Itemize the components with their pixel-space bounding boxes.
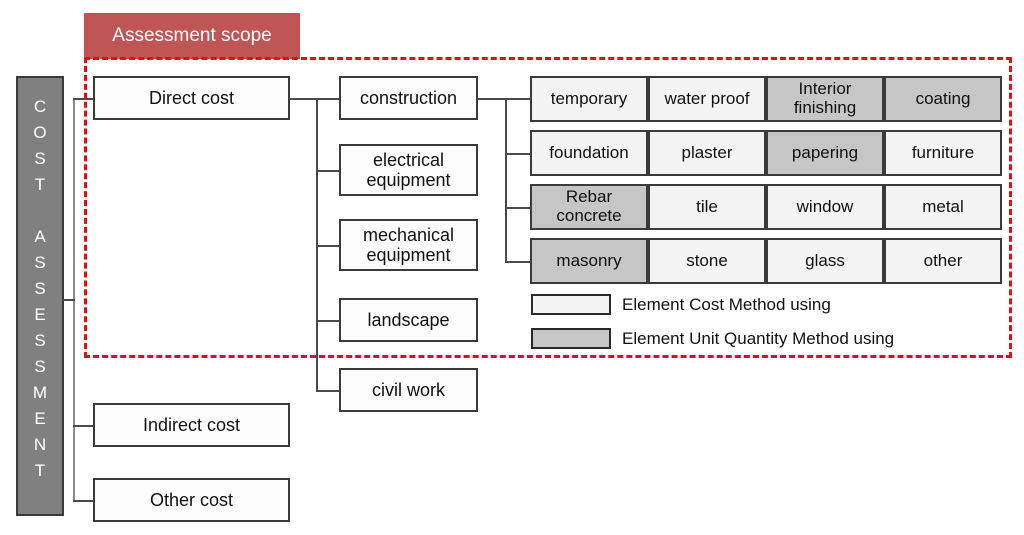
element-cell[interactable]: Rebar concrete xyxy=(530,184,648,230)
element-cell[interactable]: papering xyxy=(766,130,884,176)
spine-to-landscape xyxy=(316,320,340,322)
spine-to-mechanical xyxy=(316,245,340,247)
element-grid-spine xyxy=(505,98,507,262)
node-civil-work[interactable]: civil work xyxy=(339,368,478,412)
element-cell[interactable]: temporary xyxy=(530,76,648,122)
spine-to-grid-row-3 xyxy=(505,207,531,209)
spine-to-construction xyxy=(316,98,340,100)
construction-out-line xyxy=(477,98,507,100)
legend-swatch-element-unit-quantity xyxy=(531,328,611,349)
spine-to-grid-row-4 xyxy=(505,261,531,263)
connector-direct-cost xyxy=(73,98,95,100)
node-mechanical-equipment[interactable]: mechanical equipment xyxy=(339,219,478,271)
legend-label-element-unit-quantity: Element Unit Quantity Method using xyxy=(622,329,895,348)
node-indirect-cost[interactable]: Indirect cost xyxy=(93,403,290,447)
element-cell[interactable]: furniture xyxy=(884,130,1002,176)
element-cell[interactable]: metal xyxy=(884,184,1002,230)
spine-to-grid-row-2 xyxy=(505,153,531,155)
legend-swatch-element-cost-method xyxy=(531,294,611,315)
cost-assessment-sidebar: C O S T A S S E S S M E N T xyxy=(16,76,64,516)
element-cell[interactable]: other xyxy=(884,238,1002,284)
element-cell[interactable]: masonry xyxy=(530,238,648,284)
direct-cost-out-line xyxy=(289,98,317,100)
spine-to-civil-work xyxy=(316,390,340,392)
node-direct-cost[interactable]: Direct cost xyxy=(93,76,290,120)
element-cell[interactable]: stone xyxy=(648,238,766,284)
assessment-scope-banner: Assessment scope xyxy=(84,13,300,59)
node-other-cost[interactable]: Other cost xyxy=(93,478,290,522)
element-cell[interactable]: plaster xyxy=(648,130,766,176)
element-cell[interactable]: Interior finishing xyxy=(766,76,884,122)
element-cell[interactable]: glass xyxy=(766,238,884,284)
element-cell[interactable]: window xyxy=(766,184,884,230)
trunk-to-sidebar-line xyxy=(63,299,75,301)
legend-label-element-cost-method: Element Cost Method using xyxy=(622,295,831,314)
node-construction[interactable]: construction xyxy=(339,76,478,120)
element-cell[interactable]: water proof xyxy=(648,76,766,122)
node-electrical-equipment[interactable]: electrical equipment xyxy=(339,144,478,196)
spine-to-electrical xyxy=(316,170,340,172)
connector-indirect-cost xyxy=(73,425,95,427)
connector-other-cost xyxy=(73,500,95,502)
element-cell[interactable]: foundation xyxy=(530,130,648,176)
element-cell[interactable]: tile xyxy=(648,184,766,230)
spine-to-grid-row-1 xyxy=(505,98,531,100)
node-landscape[interactable]: landscape xyxy=(339,298,478,342)
element-cell[interactable]: coating xyxy=(884,76,1002,122)
